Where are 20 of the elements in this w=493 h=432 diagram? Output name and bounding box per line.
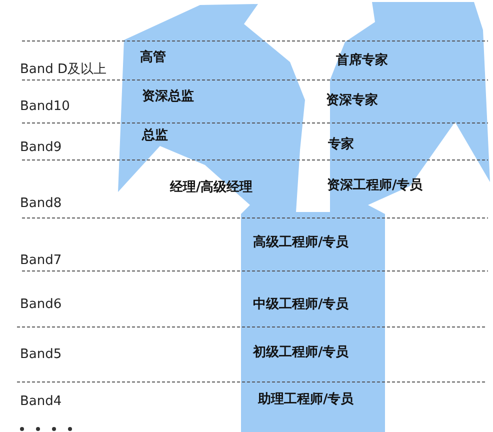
job-title-label: 助理工程师/专员 [258, 392, 354, 408]
job-title-label: 高管 [140, 50, 166, 66]
job-title-label: 经理/高级经理 [170, 180, 253, 196]
band-level-label: Band6 [20, 297, 62, 313]
job-title-label: 首席专家 [336, 53, 388, 69]
band-level-label: Band8 [20, 196, 62, 212]
band-level-label: Band D及以上 [20, 62, 107, 78]
job-title-label: 资深工程师/专员 [327, 178, 423, 194]
job-title-label: 中级工程师/专员 [253, 297, 349, 313]
job-title-label: 初级工程师/专员 [253, 345, 349, 361]
job-title-label: 资深总监 [142, 89, 194, 105]
job-title-label: 高级工程师/专员 [253, 235, 349, 251]
job-title-label: 总监 [142, 128, 168, 144]
band-level-label: Band5 [20, 347, 62, 363]
band-level-label: Band7 [20, 253, 62, 269]
band-level-label: Band4 [20, 394, 62, 410]
band-level-label: Band9 [20, 140, 62, 156]
job-title-label: 专家 [328, 137, 354, 153]
job-title-label: 资深专家 [326, 93, 378, 109]
band-level-label: Band10 [20, 99, 70, 115]
